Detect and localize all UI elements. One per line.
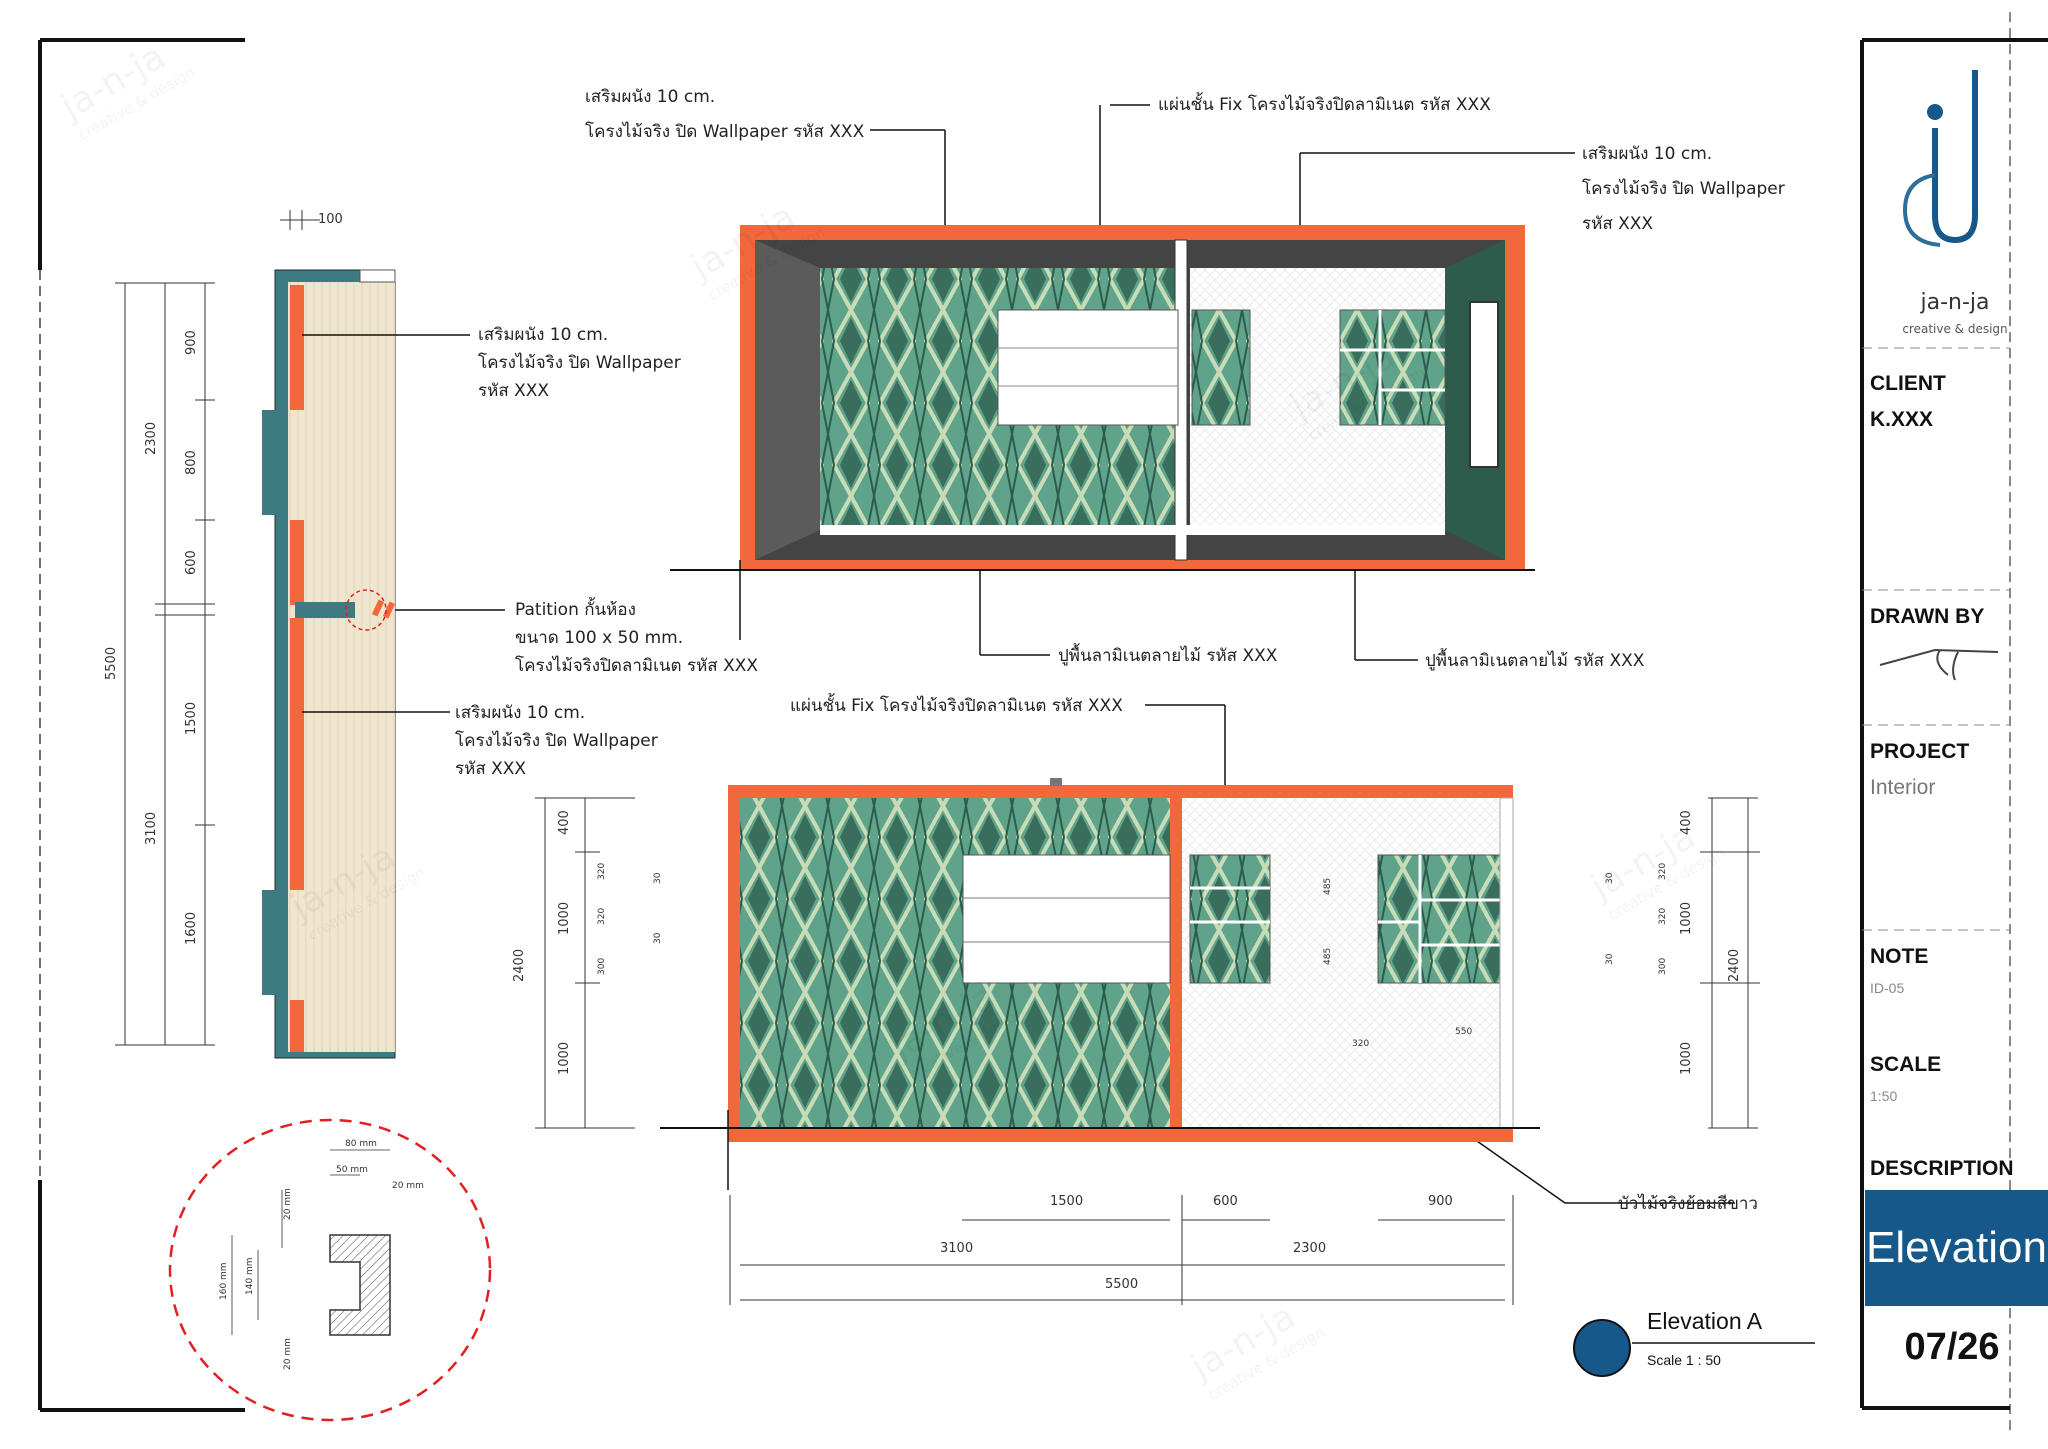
title-block [1860,38,2048,1410]
project-label: PROJECT [1870,740,1970,763]
client-label: CLIENT [1870,372,1946,395]
dimension-label: 2400 [512,949,527,982]
dimension-label: 320 [597,908,607,925]
elevation-title: Elevation A [1647,1308,1763,1334]
dimension-label: 1500 [1050,1194,1083,1209]
project-value: Interior [1870,776,1936,799]
elevation-scale: Scale 1 : 50 [1647,1352,1721,1368]
dimension-label: 5500 [104,647,119,680]
logo-tagline: creative & design [1902,322,2008,336]
dimension-label: 485 [1323,948,1333,965]
elevation-marker-icon [1573,1319,1631,1377]
annotation-text: เสริมผนัง 10 cm. [455,703,585,723]
annotation-text: รหัส XXX [455,759,526,779]
dimension-label: 160 mm [219,1262,229,1300]
description-label: DESCRIPTION [1870,1157,2014,1180]
note-label: NOTE [1870,945,1929,968]
dimension-label: 900 [1428,1194,1453,1209]
annotation-text: Patition กั้นห้อง [515,597,636,620]
dimension-label: 30 [1605,872,1615,884]
dimension-label: 3100 [940,1241,973,1256]
note-value: ID-05 [1870,980,1905,996]
annotation-text: เสริมผนัง 10 cm. [1582,144,1712,164]
annotation-text: เสริมผนัง 10 cm. [478,325,608,345]
signature-icon [1879,648,1999,681]
dimension-label: 2400 [1727,949,1742,982]
dimension-label: 400 [557,810,572,835]
dimension-label: 140 mm [245,1257,255,1295]
dimension-label: 20 mm [283,1338,293,1370]
dimension-label: 900 [184,330,199,355]
scale-value: 1:50 [1870,1088,1898,1104]
dimension-label: 1000 [1679,1042,1694,1075]
scale-label: SCALE [1870,1053,1942,1076]
drawn-by-label: DRAWN BY [1870,605,1985,628]
dimension-label: 80 mm [345,1139,377,1149]
dimension-label: 550 [1455,1027,1472,1037]
annotation-text: โครงไม้จริง ปิด Wallpaper [478,352,681,373]
annotation-text: โครงไม้จริง ปิด Wallpaper [455,730,658,751]
dimension-label: 800 [184,450,199,475]
dimension-label: 20 mm [392,1181,424,1191]
dimension-label: 600 [1213,1194,1238,1209]
dimension-label: 1500 [184,702,199,735]
dimension-label: 300 [597,958,607,975]
dimension-label: 2300 [1293,1241,1326,1256]
perspective-view [670,225,1535,640]
elevation-a [660,778,1540,1190]
annotation-text: ขนาด 100 x 50 mm. [515,628,683,648]
logo-wordmark: ja-n-ja [1920,290,1990,315]
annotation-text: ปูพื้นลามิเนตลายไม้ รหัส XXX [1425,648,1645,671]
plan-section [262,269,396,1059]
sheet-number: 07/26 [1904,1326,2000,1368]
dimension-label: 30 [653,932,663,944]
dimension-label: 400 [1679,810,1694,835]
elevation-dimensions [535,797,1760,1305]
plan-dimensions [115,210,320,1046]
dimension-label: 20 mm [283,1188,293,1220]
annotation-text: โครงไม้จริงปิดลามิเนต รหัส XXX [515,655,758,676]
dimension-label: 30 [653,872,663,884]
annotation-text: โครงไม้จริง ปิด Wallpaper รหัส XXX [585,121,865,142]
annotation-text: รหัส XXX [1582,214,1653,234]
dimension-label: 320 [1352,1039,1369,1049]
dimension-label: 3100 [144,812,159,845]
dimension-label: 320 [1658,908,1668,925]
dimension-label: 100 [318,212,343,227]
dimension-label: 1600 [184,912,199,945]
annotation-text: ปูพื้นลามิเนตลายไม้ รหัส XXX [1058,643,1278,666]
dimension-label: 300 [1658,958,1668,975]
dimension-label: 1000 [557,902,572,935]
client-value: K.XXX [1870,408,1934,431]
dimension-label: 5500 [1105,1277,1138,1292]
dimension-label: 320 [1658,863,1668,880]
dimension-label: 320 [597,863,607,880]
sheet-frame [37,12,2011,1435]
dimension-label: 30 [1605,953,1615,965]
dimension-label: 2300 [144,422,159,455]
dimension-label: 50 mm [336,1165,368,1175]
dimension-label: 1000 [1679,902,1694,935]
annotation-text: แผ่นชั้น Fix โครงไม้จริงปิดลามิเนต รหัส … [790,693,1123,716]
logo-icon [1902,70,1978,247]
description-value: Elevation [1865,1190,2048,1306]
annotation-text: รหัส XXX [478,381,549,401]
annotation-text: บัวไม้จริงย้อมสีขาว [1618,1193,1758,1214]
annotation-text: เสริมผนัง 10 cm. [585,87,715,107]
dimension-label: 1000 [557,1042,572,1075]
detail-callout [168,1118,492,1422]
annotation-text: โครงไม้จริง ปิด Wallpaper [1582,178,1785,199]
annotation-text: แผ่นชั้น Fix โครงไม้จริงปิดลามิเนต รหัส … [1158,92,1491,115]
dimension-label: 485 [1323,878,1333,895]
dimension-label: 600 [184,550,199,575]
